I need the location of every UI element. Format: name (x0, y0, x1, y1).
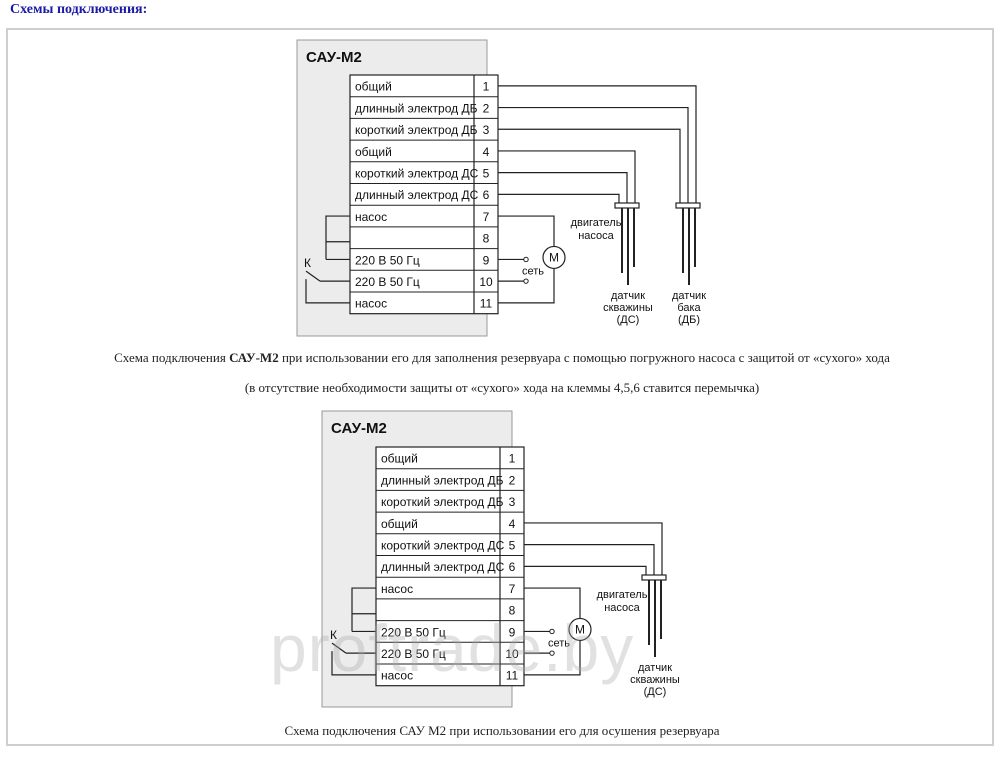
d1-terminal-num-5: 5 (483, 167, 490, 181)
d2-terminal-label-10: 220 В 50 Гц (381, 647, 446, 661)
diagram1-caption: Схема подключения САУ-М2 при использован… (0, 350, 1004, 366)
d2-net-terminal-10 (549, 650, 555, 656)
d1-terminal-num-7: 7 (483, 210, 490, 224)
d2-motor-label-1: двигатель (597, 589, 648, 601)
d1-network-label: сеть (522, 265, 544, 277)
d1-terminal-label-6: длинный электрод ДС (355, 188, 479, 202)
d1-sensor-db-wire-2 (498, 128, 681, 203)
d1-motor-label-1: двигатель (571, 217, 622, 229)
d1-terminal-num-6: 6 (483, 188, 490, 202)
d2-wire-11-left (331, 651, 376, 676)
d2-terminal-label-7: насос (381, 582, 413, 596)
d2-motor-label-2: насоса (604, 602, 640, 614)
d2-sensor-ds-wire-0 (524, 522, 663, 575)
d1-terminal-label-4: общий (355, 145, 392, 159)
d2-terminal-num-8: 8 (509, 604, 516, 618)
d1-terminal-label-5: короткий электрод ДС (355, 167, 479, 181)
d1-motor-wire-11 (498, 268, 555, 304)
d1-terminal-label-9: 220 В 50 Гц (355, 253, 420, 267)
diagram2-caption: Схема подключения САУ М2 при использован… (284, 723, 720, 738)
d1-sensor-ds-label-1: скважины (603, 302, 653, 314)
d2-sensor-ds-label-2: (ДС) (644, 686, 667, 698)
d2-terminal-num-3: 3 (509, 495, 516, 509)
d2-terminal-num-11: 11 (506, 669, 519, 683)
d2-terminal-label-4: общий (381, 517, 418, 531)
d2-terminal-num-5: 5 (509, 539, 516, 553)
d2-terminal-num-10: 10 (505, 647, 519, 661)
d1-sensor-ds-label-0: датчик (611, 290, 645, 302)
d2-motor-symbol: М (575, 622, 585, 636)
d1-sensor-ds-clamp (614, 202, 640, 209)
d2-sensor-ds-clamp (641, 574, 667, 581)
d1-terminal-label-1: общий (355, 80, 392, 94)
d1-sensor-db-label-1: бака (677, 302, 701, 314)
d1-motor-label-2: насоса (578, 230, 614, 242)
d1-sensor-db-label-0: датчик (672, 290, 706, 302)
d2-terminal-label-9: 220 В 50 Гц (381, 625, 446, 639)
diagram1-note: (в отсутствие необходимости защиты от «с… (244, 380, 760, 395)
d2-terminal-num-6: 6 (509, 560, 516, 574)
d1-terminal-num-1: 1 (483, 80, 490, 94)
d2-terminal-num-9: 9 (509, 625, 516, 639)
d1-net-terminal-9 (523, 256, 529, 263)
d1-wire-11-left (305, 279, 350, 304)
d1-sensor-ds-label-2: (ДС) (617, 314, 640, 326)
d1-sensor-db-wire-1 (498, 106, 689, 203)
d1-terminal-num-3: 3 (483, 123, 490, 137)
d1-terminal-num-8: 8 (483, 232, 490, 246)
d1-device-title: САУ-М2 (306, 49, 362, 66)
d1-sensor-db-clamp (675, 202, 701, 209)
d2-jumper-7-8 (351, 587, 376, 615)
page-heading: Схемы подключения: (10, 2, 148, 17)
d1-terminal-num-10: 10 (479, 275, 493, 289)
d1-sensor-ds-wire-1 (498, 172, 628, 203)
d1-net-terminal-10 (523, 278, 529, 284)
d1-terminal-num-11: 11 (480, 297, 493, 311)
caption1-prefix: Схема подключения (114, 350, 230, 365)
d1-sensor-db-label-2: (ДБ) (678, 314, 700, 326)
d2-terminal-num-7: 7 (509, 582, 516, 596)
d2-terminal-label-1: общий (381, 452, 418, 466)
d2-switch-k-label: К (330, 628, 337, 642)
d2-switch-k (331, 642, 347, 654)
d2-sensor-ds-label-1: скважины (630, 674, 680, 686)
caption1-bold: САУ-М2 (229, 350, 279, 365)
d2-network-label: сеть (548, 637, 570, 649)
d1-motor-symbol: М (549, 250, 559, 264)
d1-terminal-label-10: 220 В 50 Гц (355, 275, 420, 289)
d2-net-terminal-9 (549, 628, 555, 635)
d2-terminal-label-11: насос (381, 669, 413, 683)
d1-terminal-label-7: насос (355, 210, 387, 224)
d1-terminal-num-2: 2 (483, 101, 490, 115)
d1-switch-k (305, 270, 321, 282)
d2-device-title: САУ-М2 (331, 420, 387, 437)
d2-terminal-block (375, 446, 525, 687)
d1-sensor-db-wire-0 (498, 85, 697, 203)
d2-terminal-num-1: 1 (509, 452, 516, 466)
d1-jumper-7-8 (325, 215, 350, 243)
d2-sensor-ds-wire-1 (524, 544, 655, 575)
d2-motor-wire-7 (524, 587, 581, 619)
d1-terminal-label-2: длинный электрод ДБ (355, 101, 478, 115)
d2-terminal-label-3: короткий электрод ДБ (381, 495, 504, 509)
d1-sensor-ds-wire-0 (498, 150, 636, 203)
d1-switch-k-label: К (304, 256, 311, 270)
d2-terminal-label-5: короткий электрод ДС (381, 539, 505, 553)
d2-motor-wire-11 (524, 640, 581, 676)
d1-terminal-block (349, 74, 499, 315)
d1-terminal-label-11: насос (355, 297, 387, 311)
d1-terminal-label-3: короткий электрод ДБ (355, 123, 478, 137)
d1-terminal-num-4: 4 (483, 145, 490, 159)
d2-terminal-label-2: длинный электрод ДБ (381, 473, 504, 487)
d2-sensor-ds-label-0: датчик (638, 662, 672, 674)
d1-terminal-num-9: 9 (483, 253, 490, 267)
d2-terminal-num-4: 4 (509, 517, 516, 531)
caption1-suffix: при использовании его для заполнения рез… (278, 350, 890, 365)
d1-motor-wire-7 (498, 215, 555, 247)
d1-sensor-ds-wire-2 (498, 193, 620, 203)
d2-terminal-num-2: 2 (509, 473, 516, 487)
d2-sensor-ds-wire-2 (524, 565, 647, 575)
d2-terminal-label-6: длинный электрод ДС (381, 560, 505, 574)
